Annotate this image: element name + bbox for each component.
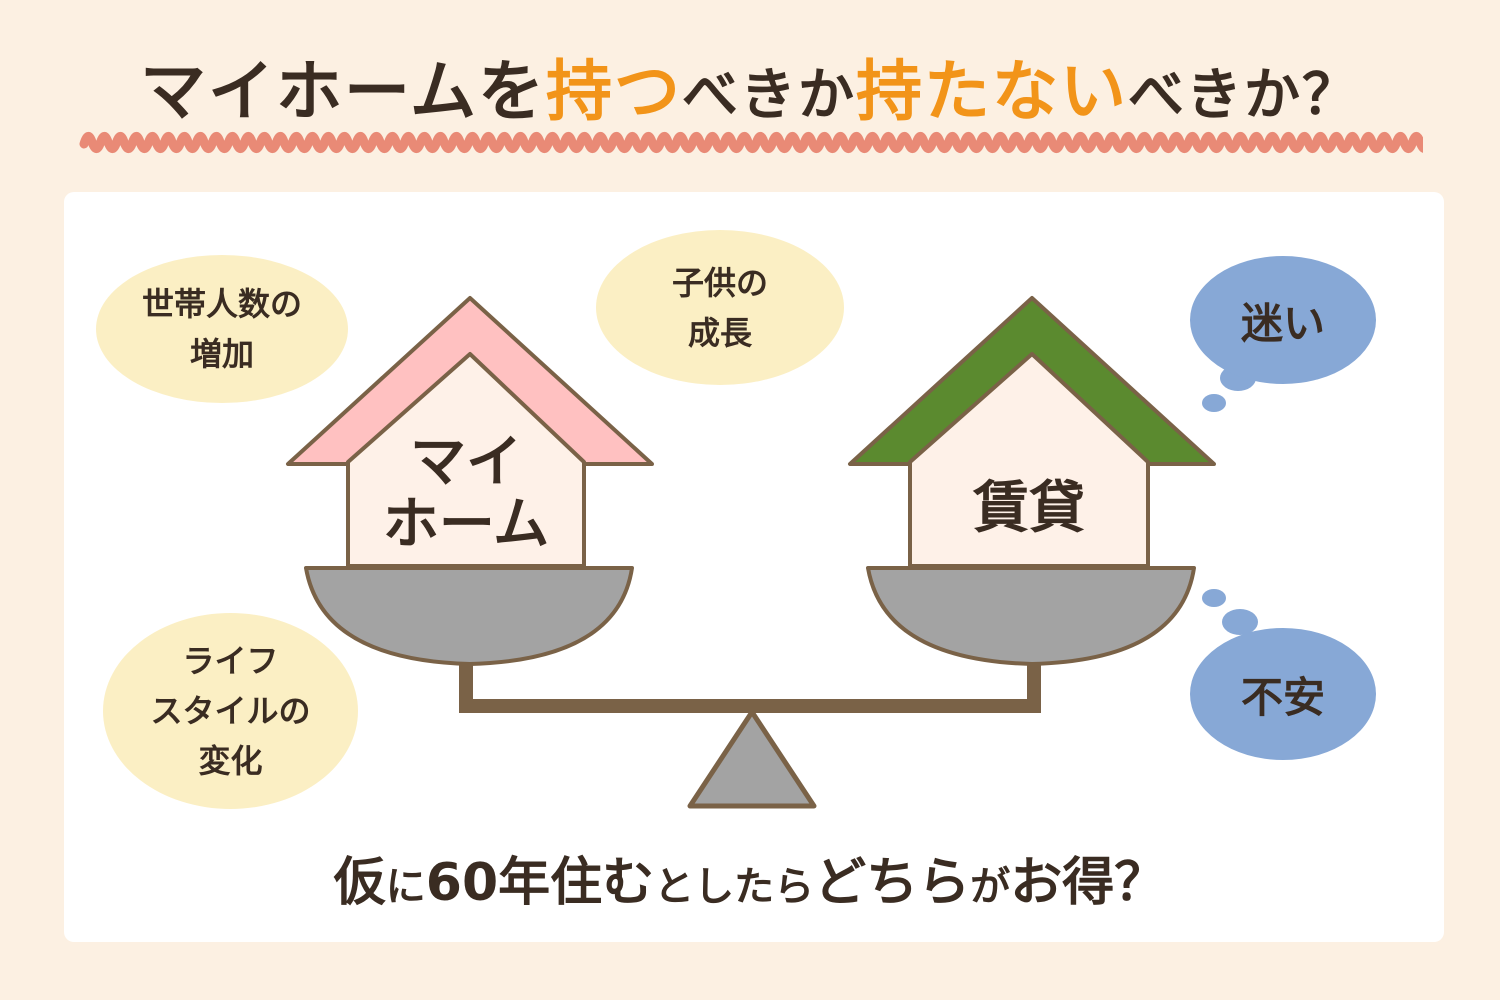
question-part-5: どちら (814, 853, 971, 913)
title-highlight-not-own: 持たない (856, 53, 1129, 130)
factor-lifestyle-line3: 変化 (198, 742, 263, 780)
thought-dot-bottom-small (1202, 589, 1226, 607)
title-highlight-own: 持つ (546, 53, 683, 130)
question-part-6: が (970, 864, 1011, 910)
thought-anxiety-text: 不安 (1240, 672, 1325, 722)
thought-hesitation-text: 迷い (1240, 298, 1325, 348)
factor-children-line2: 成長 (687, 313, 752, 352)
left-house-label-line1: マイ (410, 430, 522, 495)
balance-beam (459, 660, 1041, 713)
thought-dot-top-small (1202, 394, 1226, 412)
question-part-1: 仮 (333, 853, 386, 913)
factor-lifestyle-line2: スタイルの (150, 692, 311, 730)
right-house (848, 296, 1216, 568)
title-part-3: べきか？ (1128, 63, 1361, 128)
question-part-7: お得？ (1010, 853, 1167, 913)
thought-dot-bottom-large (1222, 609, 1258, 635)
right-house-label: 賃貸 (910, 478, 1148, 540)
title-underline-squiggle (79, 132, 1423, 153)
left-house-label: マイ ホーム (348, 432, 584, 556)
thought-bubble-hesitation: 迷い (1190, 256, 1376, 384)
factor-bubble-lifestyle: ライフスタイルの変化 (103, 613, 358, 809)
bottom-question: 仮に60年住むとしたらどちらがお得？ (0, 840, 1500, 915)
factor-lifestyle-line1: ライフ (182, 642, 279, 680)
factor-household-line2: 増加 (189, 335, 254, 373)
right-scale-pan (866, 566, 1196, 666)
question-part-3: 60年住む (425, 853, 655, 913)
question-part-2: に (385, 864, 426, 910)
left-scale-pan (304, 566, 634, 666)
title-part-2: べきか (682, 63, 857, 128)
page-title: マイホームを持つべきか持たないべきか？ (0, 38, 1500, 134)
thought-bubble-anxiety: 不安 (1190, 628, 1376, 760)
title-part-1: マイホームを (139, 53, 547, 130)
fulcrum-triangle (687, 709, 817, 809)
left-house (286, 296, 654, 568)
factor-household-line1: 世帯人数の (141, 285, 302, 323)
factor-children-line1: 子供の (671, 263, 768, 302)
factor-bubble-children: 子供の成長 (596, 230, 844, 385)
right-house-label-text: 賃貸 (973, 476, 1085, 541)
factor-bubble-household: 世帯人数の増加 (96, 255, 348, 403)
question-part-4: としたら (654, 864, 815, 910)
left-house-label-line2: ホーム (382, 492, 550, 557)
